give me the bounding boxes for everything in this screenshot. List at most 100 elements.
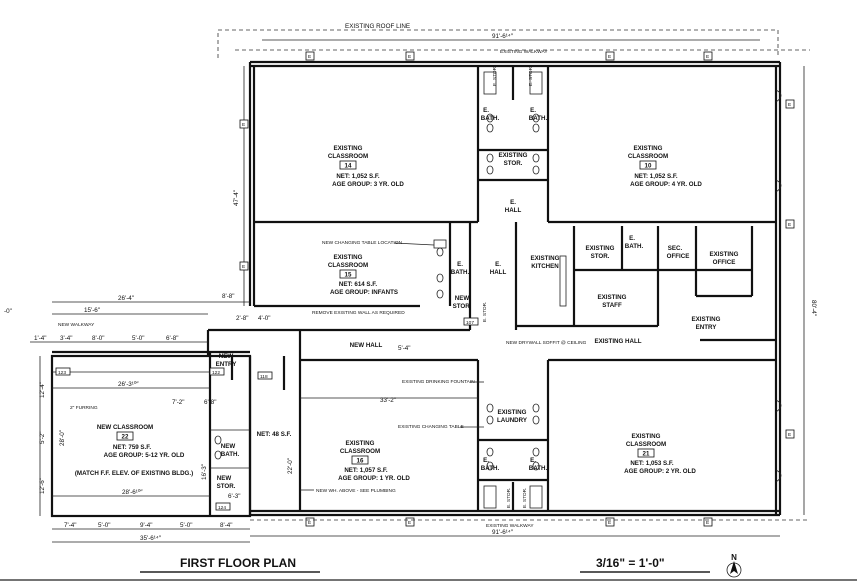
svg-text:118: 118 [260, 374, 268, 380]
svg-text:80'-4": 80'-4" [810, 300, 817, 316]
small-room-labels: E. STOR. E. STOR. E. BATH. E. BATH. EXIS… [58, 66, 739, 508]
svg-text:AGE GROUP: 1 YR. OLD: AGE GROUP: 1 YR. OLD [338, 475, 410, 482]
svg-text:1'-4": 1'-4" [34, 335, 47, 342]
svg-text:CLASSROOM: CLASSROOM [626, 441, 666, 448]
exit-markers: E E E E E E E E E E E E E [239, 51, 795, 527]
svg-text:EXISTING WALKWAY: EXISTING WALKWAY [486, 523, 534, 529]
svg-text:EXISTING CHANGING TABLE: EXISTING CHANGING TABLE [398, 424, 464, 430]
svg-text:E.: E. [495, 261, 501, 268]
svg-text:STOR.: STOR. [453, 303, 472, 310]
svg-text:EXISTING: EXISTING [586, 245, 615, 252]
title-block: FIRST FLOOR PLAN 3/16" = 1'-0" [0, 556, 857, 581]
svg-text:8'-0": 8'-0" [92, 335, 105, 342]
svg-text:NEW: NEW [219, 353, 234, 360]
svg-text:91'-6¹⁴″: 91'-6¹⁴″ [492, 529, 514, 536]
svg-text:124: 124 [218, 505, 226, 511]
svg-text:E. STOR.: E. STOR. [528, 66, 534, 86]
svg-text:E: E [608, 520, 611, 526]
svg-text:STOR.: STOR. [217, 483, 236, 490]
svg-text:123: 123 [58, 370, 66, 376]
svg-text:7'-4": 7'-4" [64, 522, 77, 529]
svg-text:AGE GROUP: INFANTS: AGE GROUP: INFANTS [330, 289, 398, 296]
svg-text:E: E [788, 102, 791, 108]
svg-text:EXISTING: EXISTING [334, 145, 363, 152]
drawing-title: FIRST FLOOR PLAN [180, 556, 296, 570]
north-arrow-icon: N [726, 553, 742, 578]
svg-text:NET: 48 S.F.: NET: 48 S.F. [257, 431, 292, 438]
svg-text:NEW: NEW [455, 295, 470, 302]
overall-dim-top: 91'-6¹⁴″ [492, 33, 514, 40]
svg-text:CLASSROOM: CLASSROOM [628, 153, 668, 160]
interior-walls [254, 66, 776, 511]
room-classroom-15: EXISTING CLASSROOM 15 NET: 614 S.F. AGE … [328, 254, 398, 296]
svg-text:22'-0": 22'-0" [287, 458, 294, 474]
room-classroom-10: EXISTING CLASSROOM 10 NET: 1,052 S.F. AG… [628, 145, 703, 188]
svg-text:AGE GROUP: 3 YR. OLD: AGE GROUP: 3 YR. OLD [332, 181, 404, 188]
dimensions: 47'-4" 80'-4" -0" 15'-6" 26'-4" 8'-8" 1'… [4, 66, 817, 543]
svg-text:STAFF: STAFF [602, 302, 622, 309]
svg-text:15: 15 [345, 272, 352, 279]
svg-text:10: 10 [645, 163, 652, 170]
svg-text:122: 122 [212, 370, 220, 376]
svg-text:-0": -0" [4, 308, 12, 315]
svg-text:16: 16 [357, 458, 364, 465]
svg-text:E: E [308, 54, 311, 60]
svg-text:BATH.: BATH. [451, 269, 470, 276]
svg-text:5'-0": 5'-0" [98, 522, 111, 529]
svg-text:BATH.: BATH. [481, 115, 500, 122]
svg-text:5'-4": 5'-4" [398, 345, 411, 352]
svg-text:ENTRY: ENTRY [696, 324, 718, 331]
svg-text:22: 22 [122, 434, 129, 441]
svg-text:NET: 759 S.F.: NET: 759 S.F. [113, 444, 151, 451]
svg-text:BATH.: BATH. [529, 465, 548, 472]
svg-text:AGE GROUP: 5-12 YR. OLD: AGE GROUP: 5-12 YR. OLD [104, 452, 185, 459]
svg-text:EXISTING: EXISTING [692, 316, 721, 323]
svg-text:6'-8": 6'-8" [166, 335, 179, 342]
room-classroom-21: EXISTING CLASSROOM 21 NET: 1,053 S.F. AG… [624, 433, 696, 475]
bottom-walkway: EXISTING WALKWAY 91'-6¹⁴″ [250, 519, 810, 537]
restroom-fixtures [214, 71, 567, 509]
svg-text:15'-6": 15'-6" [84, 307, 100, 314]
svg-text:107: 107 [466, 320, 474, 326]
svg-text:E.: E. [530, 457, 536, 464]
svg-text:NEW: NEW [217, 475, 232, 482]
room-classroom-16: EXISTING CLASSROOM 16 NET: 1,057 S.F. AG… [338, 440, 410, 482]
svg-text:STOR.: STOR. [504, 160, 523, 167]
svg-text:EXISTING: EXISTING [499, 152, 528, 159]
svg-text:NEW CHANGING TABLE LOCATION: NEW CHANGING TABLE LOCATION [322, 240, 402, 246]
svg-text:EXISTING DRINKING FOUNTAIN: EXISTING DRINKING FOUNTAIN [402, 379, 475, 385]
svg-text:E.: E. [510, 199, 516, 206]
room-new-classroom-22: NEW CLASSROOM 22 NET: 759 S.F. AGE GROUP… [75, 424, 193, 477]
svg-text:KITCHEN: KITCHEN [531, 263, 559, 270]
svg-text:HALL: HALL [505, 207, 522, 214]
svg-text:EXISTING: EXISTING [531, 255, 560, 262]
svg-text:5'-2": 5'-2" [39, 431, 46, 444]
svg-text:ENTRY: ENTRY [216, 361, 238, 368]
svg-text:NEW DRYWALL SOFFIT @ CEILING: NEW DRYWALL SOFFIT @ CEILING [506, 340, 587, 346]
svg-text:6'-3": 6'-3" [228, 493, 241, 500]
svg-text:E. STOR.: E. STOR. [522, 488, 528, 508]
svg-text:LAUNDRY: LAUNDRY [497, 417, 528, 424]
svg-text:5'-0": 5'-0" [180, 522, 193, 529]
svg-text:28'-6¹⁰″: 28'-6¹⁰″ [122, 489, 143, 496]
door-tags: 123 122 124 118 107 [55, 317, 479, 511]
svg-text:NEW HALL: NEW HALL [350, 342, 383, 349]
new-addition [50, 328, 302, 518]
svg-text:EXISTING: EXISTING [598, 294, 627, 301]
svg-text:E: E [706, 54, 709, 60]
svg-text:E: E [788, 222, 791, 228]
annotation-notes: NEW CHANGING TABLE LOCATION REMOVE EXIST… [70, 240, 587, 494]
svg-text:9'-4": 9'-4" [140, 522, 153, 529]
svg-text:12'-6": 12'-6" [39, 478, 46, 494]
svg-text:BATH.: BATH. [529, 115, 548, 122]
svg-text:NET: 1,052 S.F.: NET: 1,052 S.F. [634, 173, 678, 180]
svg-text:E: E [408, 520, 411, 526]
svg-text:33'-2": 33'-2" [380, 397, 396, 404]
svg-text:E. STOR.: E. STOR. [492, 66, 498, 86]
svg-text:CLASSROOM: CLASSROOM [340, 448, 380, 455]
svg-text:EXISTING: EXISTING [334, 254, 363, 261]
svg-text:NEW WH. ABOVE - SEE PLUMBING: NEW WH. ABOVE - SEE PLUMBING [316, 488, 396, 494]
svg-text:N: N [731, 553, 737, 562]
svg-text:35'-6¹⁴″: 35'-6¹⁴″ [140, 535, 162, 542]
